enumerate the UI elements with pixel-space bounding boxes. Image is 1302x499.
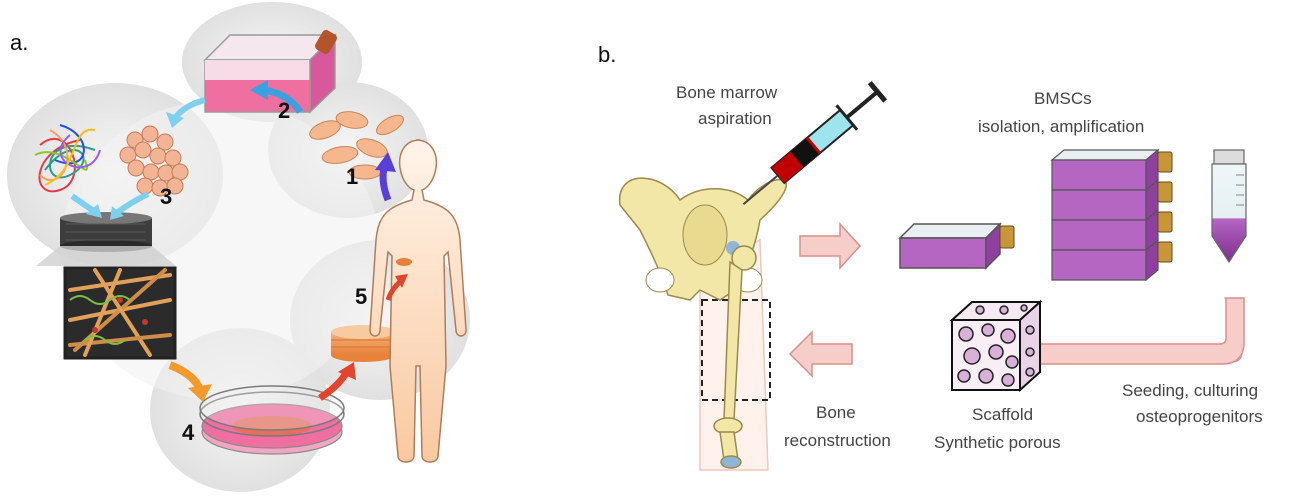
caption-bmsc-line1: BMSCs <box>1034 89 1092 108</box>
caption-scaffold-line1: Scaffold <box>972 405 1033 424</box>
step-number-3: 3 <box>160 184 172 209</box>
step-number-5: 5 <box>355 284 367 309</box>
centrifuge-tube <box>1212 150 1246 262</box>
engineered-construct <box>331 325 395 362</box>
caption-seeding-line2: osteoprogenitors <box>1136 407 1263 426</box>
culture-flask-pink <box>205 28 338 112</box>
stacked-flasks <box>1052 150 1172 280</box>
scaffold-zoom <box>65 268 175 358</box>
panel-a-label: a. <box>10 30 28 55</box>
panel-b: b. Bone marrow aspiration BMSCs isolatio… <box>598 42 1263 470</box>
panel-a: a. <box>7 2 470 492</box>
caption-bmsc-line2: isolation, amplification <box>978 117 1144 136</box>
caption-aspiration-line2: aspiration <box>698 109 772 128</box>
pelvis-bone <box>620 178 787 300</box>
caption-bone-line2: reconstruction <box>784 431 891 450</box>
step-number-1: 1 <box>346 164 358 189</box>
step-number-2: 2 <box>278 98 290 123</box>
caption-seeding-line1: Seeding, culturing <box>1122 381 1258 400</box>
arrow-right-to-flask <box>800 224 860 268</box>
step-number-4: 4 <box>182 420 195 445</box>
panel-b-label: b. <box>598 42 616 67</box>
caption-bone-line1: Bone <box>816 403 856 422</box>
caption-aspiration-line1: Bone marrow <box>676 83 778 102</box>
porous-scaffold-cube <box>952 302 1040 390</box>
culture-flask-single <box>900 224 1014 268</box>
arrow-left-to-bone <box>790 332 852 376</box>
caption-scaffold-line2: Synthetic porous <box>934 433 1061 452</box>
